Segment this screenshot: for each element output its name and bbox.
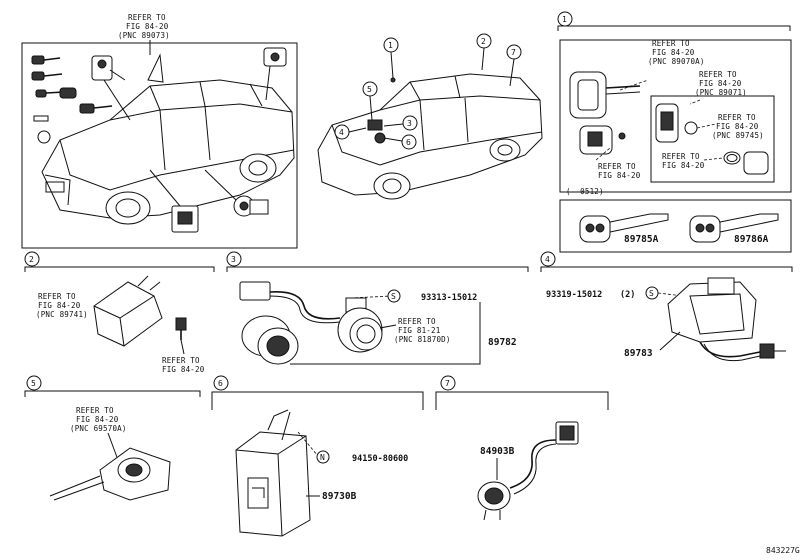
svg-text:FIG 84-20: FIG 84-20: [716, 122, 759, 131]
nut-symbol-n: N: [320, 453, 325, 462]
section-5-number: 5: [31, 379, 36, 388]
part-93319-15012: 93319-15012: [546, 290, 602, 300]
section-2: 2 REFER TO FIG 84-20 (PNC 89741) REFER T…: [24, 251, 215, 374]
svg-text:4: 4: [339, 128, 344, 137]
bolt-icon: [175, 317, 187, 355]
quarter-glass-icon: [147, 53, 164, 83]
overview-refer-l2: FIG 84-20: [126, 22, 169, 31]
ignition-ring-right-icon: [337, 307, 383, 353]
svg-text:REFER TO: REFER TO: [598, 162, 636, 171]
part-93313-15012: 93313-15012: [421, 293, 477, 303]
svg-text:REFER TO: REFER TO: [76, 406, 114, 415]
part-89782: 89782: [488, 337, 517, 348]
callout-1: 1: [383, 37, 399, 83]
svg-text:REFER TO: REFER TO: [162, 356, 200, 365]
ignition-key-cylinder-icon: [49, 447, 171, 501]
section-1: 1 REFER TO FIG 84-20 (PNC 89070A) REFER …: [557, 11, 792, 253]
steering-lock-actuator-icon: [667, 277, 786, 362]
key-fob-icon: [569, 71, 641, 119]
section-1-number: 1: [562, 15, 567, 24]
svg-text:(PNC 89070A): (PNC 89070A): [648, 57, 705, 66]
svg-text:3: 3: [407, 119, 412, 128]
section-5: 5 REFER TO FIG 84-20 (PNC 69570A): [24, 375, 201, 501]
svg-text:FIG 84-20: FIG 84-20: [38, 301, 81, 310]
transmitter-case-icon: [579, 125, 626, 155]
key-cover-icon: [743, 151, 769, 175]
svg-text:(PNC 89745): (PNC 89745): [712, 131, 764, 140]
key-blank-a-icon: [579, 213, 669, 243]
svg-text:(PNC 69570A): (PNC 69570A): [70, 424, 127, 433]
part-89786A: 89786A: [734, 234, 769, 245]
svg-text:1: 1: [388, 41, 393, 50]
gasket-icon: [723, 151, 741, 165]
car-illustration-left: [41, 79, 295, 225]
callout-6: 6: [383, 134, 417, 150]
part-89783: 89783: [624, 348, 653, 359]
section-3: 3 S 93313-15012 REFER TO FIG 81-21 (PNC …: [226, 251, 529, 365]
svg-text:FIG 84-20: FIG 84-20: [598, 171, 641, 180]
part-84903B: 84903B: [480, 446, 515, 457]
section-7-number: 7: [445, 379, 450, 388]
key-blank-b-icon: [689, 213, 779, 243]
svg-text:REFER TO: REFER TO: [398, 317, 436, 326]
svg-text:FIG 84-20: FIG 84-20: [699, 79, 742, 88]
svg-text:(PNC 89071): (PNC 89071): [695, 88, 747, 97]
bolt-symbol-s: S: [391, 292, 396, 301]
svg-text:REFER TO: REFER TO: [652, 39, 690, 48]
svg-text:FIG 84-20: FIG 84-20: [162, 365, 205, 374]
svg-text:REFER TO: REFER TO: [38, 292, 76, 301]
callout-2: 2: [476, 33, 492, 71]
drawing-code: 843227G: [766, 546, 800, 555]
callout-5: 5: [362, 81, 378, 121]
door-lock-assembly-icon: [204, 169, 269, 217]
section-6-number: 6: [218, 379, 223, 388]
callout-4: 4: [334, 124, 367, 140]
callout-3: 3: [383, 115, 418, 131]
control-module-icon: [235, 409, 311, 537]
battery-icon: [684, 121, 698, 135]
harness-connector-icon: [477, 421, 579, 521]
wire-harness-icon: [239, 281, 367, 324]
part-89785A: 89785A: [624, 234, 659, 245]
overview-refer-l1: REFER TO: [128, 13, 166, 22]
bolt-quantity: (2): [620, 290, 635, 300]
section-4-number: 4: [545, 255, 550, 264]
door-lock-cylinder-icon: [91, 55, 131, 121]
part-94150-80600: 94150-80600: [352, 454, 408, 464]
ignition-switch-icon: [149, 169, 199, 233]
overview-panel: REFER TO FIG 84-20 (PNC 89073): [21, 13, 298, 249]
key-set-icon: [31, 55, 113, 144]
hatch-lock-icon: [263, 47, 287, 101]
key-shell-icon: [655, 103, 679, 143]
part-89730B: 89730B: [322, 491, 357, 502]
section-3-number: 3: [231, 255, 236, 264]
callout-7: 7: [506, 44, 522, 87]
svg-text:5: 5: [367, 85, 372, 94]
svg-text:REFER TO: REFER TO: [699, 70, 737, 79]
svg-text:REFER TO: REFER TO: [718, 113, 756, 122]
svg-text:FIG 84-20: FIG 84-20: [652, 48, 695, 57]
svg-text:FIG 84-20: FIG 84-20: [76, 415, 119, 424]
ignition-ring-left-icon: [241, 315, 299, 365]
section-1-date-range: ( -0512): [566, 187, 604, 196]
overview-refer-l3: (PNC 89073): [118, 31, 170, 40]
svg-text:(PNC 89741): (PNC 89741): [36, 310, 88, 319]
door-control-receiver-icon: [93, 275, 163, 347]
bolt-symbol-s-4: S: [649, 289, 654, 298]
section-2-number: 2: [29, 255, 34, 264]
section-7: 7 84903B: [435, 375, 609, 521]
svg-text:(PNC 81870D): (PNC 81870D): [394, 335, 451, 344]
svg-text:REFER TO: REFER TO: [662, 152, 700, 161]
svg-text:6: 6: [406, 138, 411, 147]
svg-text:7: 7: [511, 48, 516, 57]
svg-text:FIG 81-21: FIG 81-21: [398, 326, 440, 335]
car-illustration-center: [317, 73, 543, 200]
svg-text:2: 2: [481, 37, 486, 46]
svg-text:FIG 84-20: FIG 84-20: [662, 161, 705, 170]
section-6: 6 N 94150-80600 89730B: [211, 375, 424, 537]
section-4: 4 93319-15012 (2) S 89783: [540, 251, 793, 362]
